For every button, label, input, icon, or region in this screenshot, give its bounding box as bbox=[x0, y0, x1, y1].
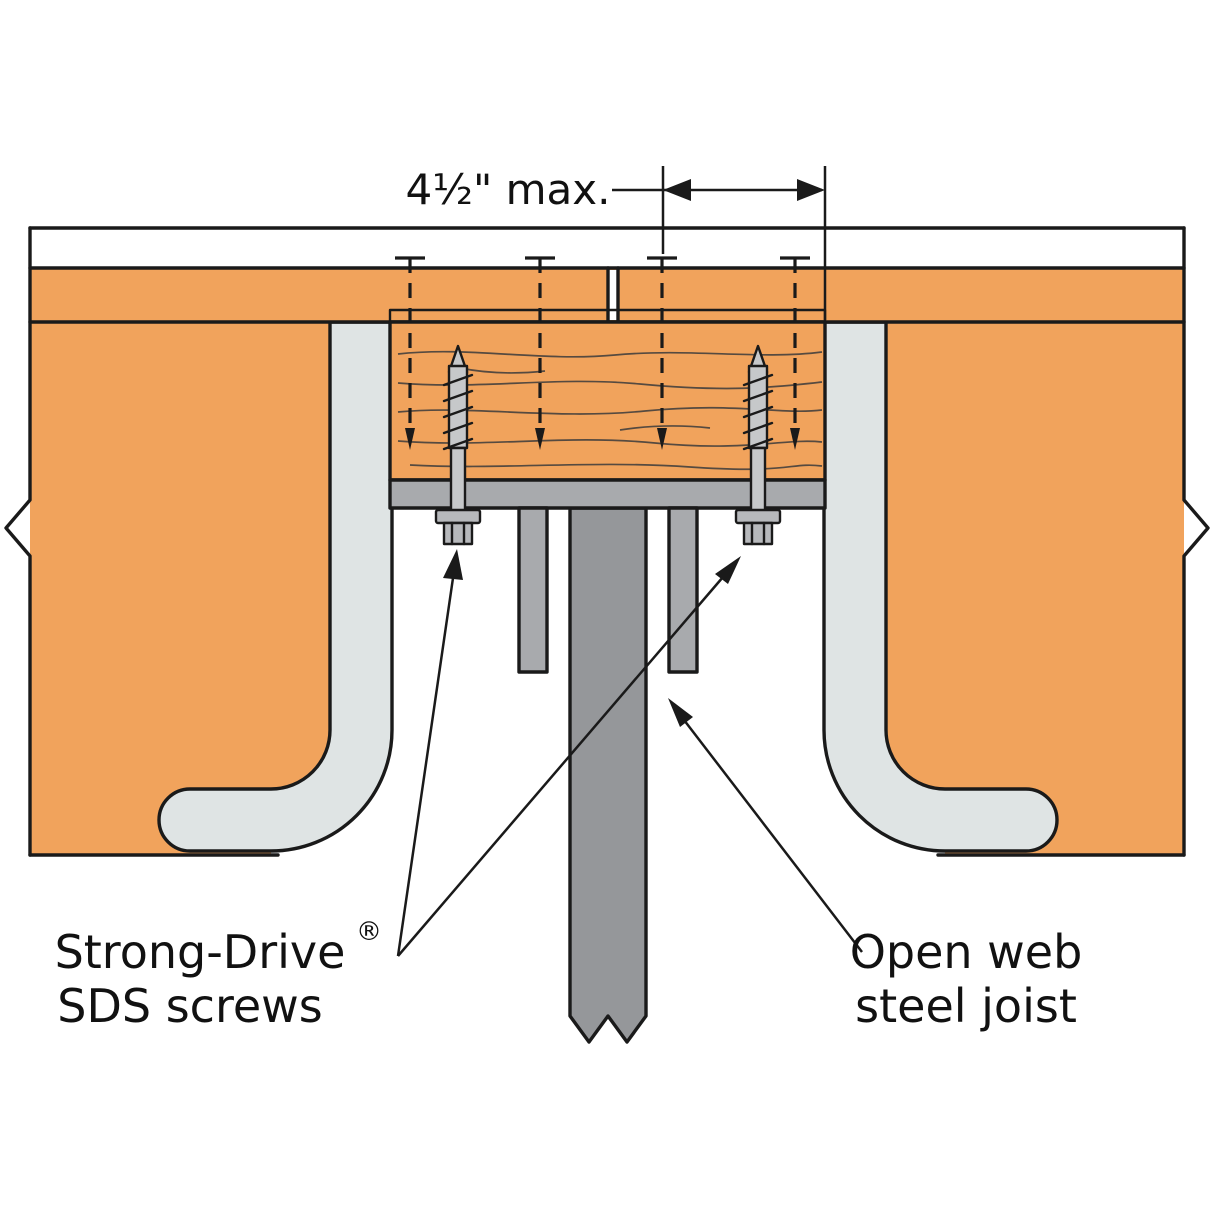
callout-screws-line1: Strong-Drive bbox=[55, 925, 346, 979]
sds-screw-left bbox=[434, 344, 482, 546]
nail-1 bbox=[395, 256, 425, 450]
callout-joist-line2: steel joist bbox=[855, 979, 1077, 1033]
nail-tip bbox=[657, 428, 667, 450]
nail-2 bbox=[525, 256, 555, 450]
nail-4 bbox=[780, 256, 810, 450]
sds-screw-right bbox=[734, 344, 782, 546]
wood-side-right bbox=[824, 322, 1184, 855]
callout-joist-line1: Open web bbox=[850, 925, 1083, 979]
wood-side-left bbox=[30, 322, 392, 855]
dimension-group: 4½" max. bbox=[406, 165, 827, 320]
joist-seat-right bbox=[822, 320, 1059, 853]
panel-edge-break-right bbox=[1182, 226, 1210, 857]
joist-web bbox=[568, 506, 648, 1044]
top-chord-angle-left bbox=[517, 506, 549, 674]
nail-tip bbox=[405, 428, 415, 450]
screw-hex-head bbox=[442, 521, 474, 546]
leader-arrow-screw-left bbox=[443, 549, 463, 580]
dimension-arrow-left bbox=[663, 179, 691, 201]
callout-screws-line2: SDS screws bbox=[57, 979, 323, 1033]
nail-tip bbox=[535, 428, 545, 450]
leader-line-screw-left bbox=[396, 577, 455, 957]
callout-screws-reg: ® bbox=[356, 917, 382, 947]
leader-line-joist bbox=[683, 719, 863, 953]
nail-tip bbox=[790, 428, 800, 450]
leader-arrow-joist bbox=[668, 698, 693, 727]
top-chord-angle-right bbox=[667, 506, 699, 674]
leader-arrow-screw-right bbox=[715, 556, 741, 584]
dimension-arrow-right bbox=[797, 179, 825, 201]
screw-washer bbox=[434, 508, 482, 525]
dimension-label: 4½" max. bbox=[406, 165, 611, 214]
screw-washer bbox=[734, 508, 782, 525]
deck-joint-gap bbox=[609, 270, 617, 320]
screw-shank bbox=[749, 446, 767, 516]
screw-thread-lines bbox=[442, 373, 474, 451]
nail-3 bbox=[647, 256, 677, 450]
screw-hex-head bbox=[742, 521, 774, 546]
screw-thread-lines bbox=[742, 373, 774, 451]
screw-shank bbox=[449, 446, 467, 516]
panel-edge-break-left bbox=[4, 226, 32, 857]
joist-seat-left bbox=[157, 320, 394, 853]
callout-leaders bbox=[396, 549, 863, 957]
leader-line-screw-right bbox=[397, 576, 724, 957]
